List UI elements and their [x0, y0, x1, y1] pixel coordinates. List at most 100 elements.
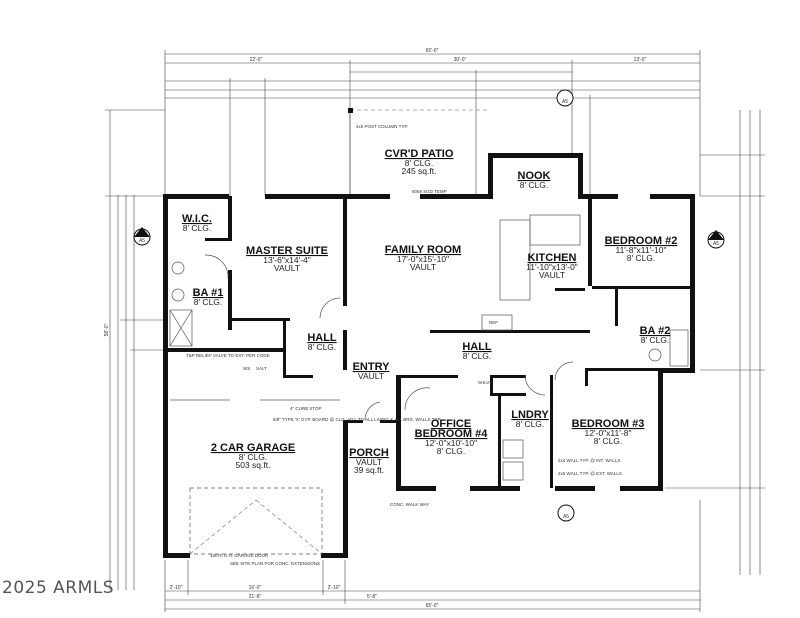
exterior-walls [163, 153, 695, 558]
svg-text:BEDROOM #3: BEDROOM #3 [572, 418, 645, 430]
svg-text:A5: A5 [563, 514, 569, 520]
svg-text:4x6 POST COLUMN TYP.: 4x6 POST COLUMN TYP. [356, 124, 408, 129]
dim-top-3: 13'-0" [634, 57, 647, 63]
dim-bottom-garage-2: 16'-0" [249, 585, 262, 591]
notes: 4x6 POST COLUMN TYP. 6068 SGD TEMP T&P R… [186, 124, 622, 566]
svg-text:BEDROOM #2: BEDROOM #2 [605, 235, 678, 247]
svg-text:A5: A5 [713, 241, 719, 247]
svg-text:WS: WS [243, 366, 250, 371]
svg-text:5/8" TYPE 'X' GYP. BOARD @ CLG: 5/8" TYPE 'X' GYP. BOARD @ CLG. ADJ. TO … [273, 417, 441, 422]
dim-bottom-1: 21'-8" [249, 594, 262, 600]
svg-text:W.I.C.: W.I.C. [182, 213, 212, 225]
dim-top-2: 30'-0" [454, 57, 467, 63]
svg-text:8' CLG.: 8' CLG. [239, 452, 268, 462]
dim-left-overall: 58'-0" [104, 323, 110, 336]
svg-text:8' CLG.: 8' CLG. [520, 180, 549, 190]
bottom-dimensions: 2'-10" 16'-0" 2'-10" 21'-8" 5'-8" 65'-0" [164, 500, 701, 612]
left-dimensions: 58'-0" [104, 109, 165, 590]
svg-text:CVR'D PATIO: CVR'D PATIO [385, 148, 454, 160]
dim-bottom-garage-3: 2'-10" [328, 585, 341, 591]
svg-text:VAULT: VAULT [358, 371, 384, 381]
dim-bottom-2: 5'-8" [367, 594, 377, 600]
section-marker: A5 [133, 227, 151, 246]
svg-text:8' CLG.: 8' CLG. [183, 223, 212, 233]
room-bedroom-3: BEDROOM #312'-0"x11'-8"8' CLG. [572, 418, 645, 446]
svg-text:8' CLG.: 8' CLG. [641, 335, 670, 345]
svg-text:8' CLG.: 8' CLG. [437, 446, 466, 456]
svg-text:2x6 WALL TYP. @ EXT. WALLS: 2x6 WALL TYP. @ EXT. WALLS [558, 471, 622, 476]
svg-text:SALT: SALT [256, 366, 267, 371]
svg-text:HALL: HALL [307, 332, 337, 344]
dim-bottom-garage-1: 2'-10" [170, 585, 183, 591]
section-marker: A5 [556, 89, 574, 107]
svg-text:ENTRY: ENTRY [353, 361, 391, 373]
svg-text:8' CLG.: 8' CLG. [463, 351, 492, 361]
svg-text:VAULT: VAULT [410, 262, 436, 272]
dim-top-1: 22'-0" [250, 57, 263, 63]
svg-text:17'-0"x15'-10": 17'-0"x15'-10" [397, 254, 449, 264]
svg-text:NOOK: NOOK [518, 170, 551, 182]
svg-text:2x4 WALL TYP. @ INT. WALLS: 2x4 WALL TYP. @ INT. WALLS [558, 458, 620, 463]
svg-text:A5: A5 [562, 99, 568, 105]
svg-text:BA #1: BA #1 [193, 287, 224, 299]
svg-text:PORCH: PORCH [349, 447, 389, 459]
svg-text:BEDROOM #4: BEDROOM #4 [415, 428, 489, 440]
svg-text:39 sq.ft.: 39 sq.ft. [354, 465, 384, 475]
svg-text:SHLVS: SHLVS [478, 380, 492, 385]
interior-walls [165, 196, 692, 488]
svg-text:REF: REF [489, 320, 498, 325]
svg-text:8' CLG.: 8' CLG. [594, 436, 623, 446]
room-wic: W.I.C.8' CLG. [182, 213, 212, 233]
svg-text:A5: A5 [139, 238, 145, 244]
section-marker: A5 [707, 230, 725, 249]
svg-text:13'-6"x14'-4": 13'-6"x14'-4" [263, 255, 311, 265]
svg-text:8' CLG.: 8' CLG. [516, 419, 545, 429]
svg-text:2 CAR GARAGE: 2 CAR GARAGE [211, 442, 295, 454]
svg-text:8' CLG.: 8' CLG. [627, 253, 656, 263]
top-dimensions: 65'-0" 22'-0" 30'-0" 13'-0" [164, 48, 701, 196]
svg-text:VAULT: VAULT [274, 263, 300, 273]
svg-text:HALL: HALL [462, 341, 492, 353]
watermark: 2025 ARMLS [2, 578, 115, 598]
room-ba-1: BA #18' CLG. [193, 287, 224, 307]
svg-text:SEE SITE PLAN FOR CONC. EXTENS: SEE SITE PLAN FOR CONC. EXTENSIONS [230, 561, 320, 566]
svg-text:4" CURB STOP: 4" CURB STOP [290, 406, 322, 411]
dim-bottom-overall: 65'-0" [426, 603, 439, 609]
svg-text:503 sq.ft.: 503 sq.ft. [236, 460, 271, 470]
svg-text:CONC. WALK WAY: CONC. WALK WAY [390, 502, 429, 507]
svg-text:11'-10"x13'-0": 11'-10"x13'-0" [526, 262, 578, 272]
fixtures [169, 214, 689, 555]
svg-text:6068 SGD TEMP: 6068 SGD TEMP [412, 189, 447, 194]
svg-text:12'-0"x10'-10": 12'-0"x10'-10" [425, 438, 477, 448]
svg-text:VAULT: VAULT [356, 457, 382, 467]
svg-text:8' CLG.: 8' CLG. [194, 297, 223, 307]
room-ba-2: BA #28' CLG. [640, 325, 671, 345]
svg-text:12'-0"x11'-8": 12'-0"x11'-8" [585, 428, 632, 438]
right-dimensions [665, 110, 765, 575]
section-markers: A5 A5 A5 A5 [133, 89, 725, 522]
svg-text:OFFICE: OFFICE [431, 418, 471, 430]
svg-text:11'-8"x11'-10": 11'-8"x11'-10" [615, 245, 666, 255]
room-bedroom-2: BEDROOM #211'-8"x11'-10"8' CLG. [605, 235, 678, 263]
svg-text:T&P RELIEF VALVE TO EXT. PER C: T&P RELIEF VALVE TO EXT. PER CODE [186, 353, 270, 358]
svg-text:BA #2: BA #2 [640, 325, 671, 337]
svg-text:16070 O.H. GARAGE DOOR: 16070 O.H. GARAGE DOOR [210, 553, 269, 558]
dim-top-overall: 65'-0" [426, 48, 439, 54]
svg-text:KITCHEN: KITCHEN [528, 252, 577, 264]
svg-text:VAULT: VAULT [539, 270, 565, 280]
section-marker: A5 [557, 504, 575, 522]
